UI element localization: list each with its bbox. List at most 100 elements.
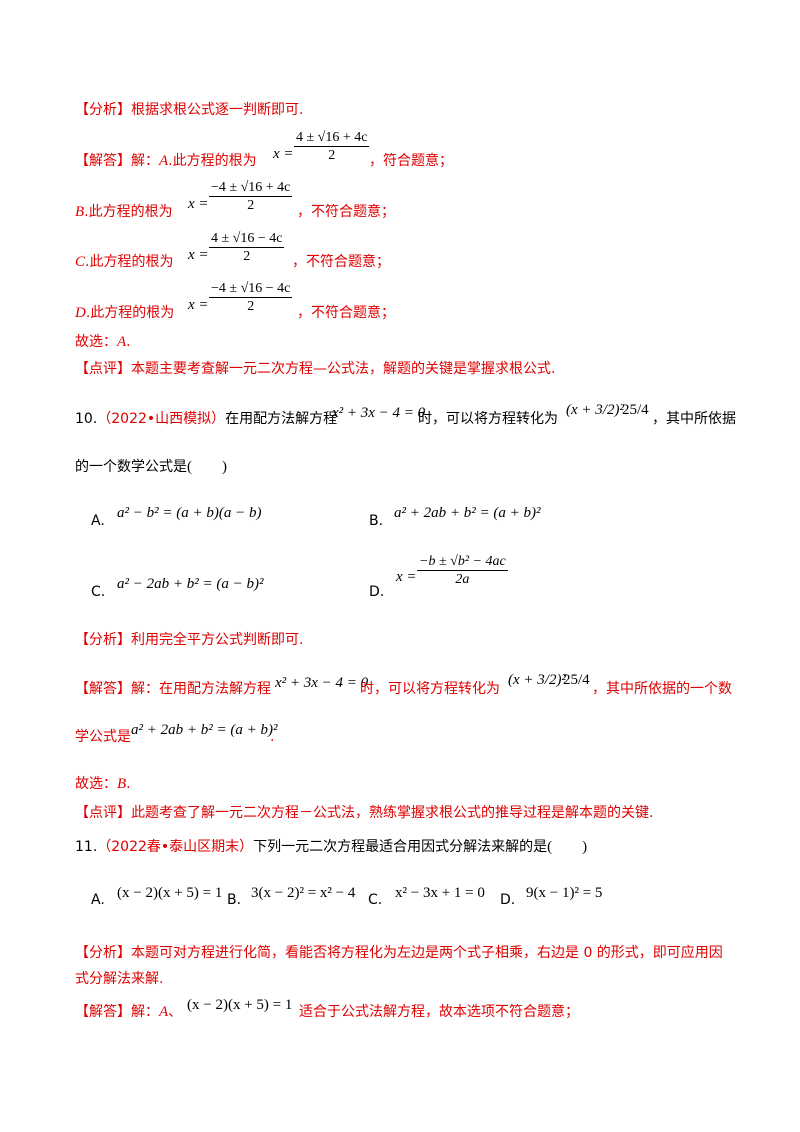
q9-root-b-den: 2 — [209, 196, 293, 214]
q9-root-a-den: 2 — [294, 146, 370, 164]
q11-source: （2022春•泰山区期末） — [97, 839, 254, 855]
q9-answer-end: . — [126, 334, 131, 350]
q11-sol-sep: 、 — [168, 1004, 183, 1020]
q9-root-d-x: x = — [188, 297, 209, 313]
q10-solution-line2: 学公式是 — [75, 728, 131, 746]
q10-sol-formula: a² + 2ab + b² = (a + b)² — [131, 722, 278, 738]
q9-solution-a: 【解答】解：A.此方程的根为 — [75, 152, 257, 170]
q9-root-b-fraction: −4 ± √16 + 4c 2 — [209, 180, 293, 214]
q10-comment-text: 此题考查了解一元二次方程－公式法，熟练掌握求根公式的推导过程是解本题的关键. — [131, 805, 654, 821]
q11-analysis-line1-text: 本题可对方程进行化简，看能否将方程化为左边是两个式子相乘，右边是 0 的形式，即… — [131, 945, 723, 961]
solution-tag: 【解答】 — [75, 681, 131, 697]
q9-root-a-fraction: 4 ± √16 + 4c 2 — [294, 130, 370, 164]
q10-number: 10. — [75, 411, 98, 427]
q11-option-d-formula: 9(x − 1)² = 5 — [526, 885, 603, 901]
q9-answer: A — [117, 334, 127, 350]
q9-analysis-text: 根据求根公式逐一判断即可. — [131, 102, 304, 118]
q9-opt-c-text: .此方程的根为 — [85, 254, 174, 270]
q9-root-b-num: −4 ± √16 + 4c — [211, 180, 291, 195]
analysis-tag: 【分析】 — [75, 102, 131, 118]
q11-solution-line: 【解答】解：A、 — [75, 1003, 182, 1021]
q9-root-d-den: 2 — [209, 297, 293, 315]
q9-opt-d-letter: D — [75, 305, 86, 321]
q10-option-b-formula: a² + 2ab + b² = (a + b)² — [394, 505, 541, 521]
q10-option-c-formula: a² − 2ab + b² = (a − b)² — [117, 576, 264, 592]
q10-analysis-line: 【分析】利用完全平方公式判断即可. — [75, 631, 303, 649]
q10-sol-equation: x² + 3x − 4 = 0 — [275, 675, 369, 691]
q9-opt-a-letter: A — [159, 153, 169, 169]
q9-opt-a-text: .此方程的根为 — [168, 153, 257, 169]
q10-sol-transformed-rhs: 25/4 — [563, 672, 590, 688]
q9-solution-b: B.此方程的根为 — [75, 203, 173, 221]
q9-analysis-line: 【分析】根据求根公式逐一判断即可. — [75, 101, 303, 119]
q9-opt-d-verdict: ，不符合题意； — [297, 305, 395, 321]
q11-sol-letter: A — [159, 1004, 169, 1020]
q11-blank: ( ) — [547, 839, 588, 855]
q10-sol-1: 解：在用配方法解方程 — [131, 681, 271, 697]
q10-stem-3: ，其中所依据 — [652, 411, 736, 427]
q10-stem-4: 的一个数学公式是 — [75, 459, 187, 475]
q9-root-d-fraction: −4 ± √16 − 4c 2 — [209, 281, 293, 315]
q10-sol-4: 学公式是 — [75, 729, 131, 745]
q10-stem-line1: 10.（2022•山西模拟）在用配方法解方程 — [75, 410, 337, 428]
q11-option-b-formula: 3(x − 2)² = x² − 4 — [251, 885, 356, 901]
q10-transformed-lhs: (x + 3/2)² — [566, 402, 624, 418]
q11-option-a-label: A. — [91, 892, 105, 908]
q9-root-c-x: x = — [188, 247, 209, 263]
q11-option-d-label: D. — [500, 892, 516, 908]
q11-analysis-line1: 【分析】本题可对方程进行化简，看能否将方程化为左边是两个式子相乘，右边是 0 的… — [75, 944, 723, 962]
analysis-tag: 【分析】 — [75, 945, 131, 961]
comment-tag: 【点评】 — [75, 805, 131, 821]
q9-opt-a-verdict: ，符合题意； — [369, 153, 453, 169]
q11-option-b-label: B. — [227, 892, 242, 908]
q9-root-b-x: x = — [188, 196, 209, 212]
q10-option-a-formula: a² − b² = (a + b)(a − b) — [117, 505, 262, 521]
q10-blank: ( ) — [187, 459, 227, 475]
q10-option-a-label: A. — [91, 513, 105, 529]
q11-number: 11. — [75, 839, 98, 855]
q9-answer-line: 故选：A. — [75, 333, 131, 351]
solution-tag: 【解答】 — [75, 153, 131, 169]
q9-solution-c: C.此方程的根为 — [75, 253, 173, 271]
q10-source: （2022•山西模拟） — [97, 411, 226, 427]
q11-sol-formula: (x − 2)(x + 5) = 1 — [187, 997, 293, 1013]
q10-solution-line1: 【解答】解：在用配方法解方程 — [75, 680, 271, 698]
q9-answer-label: 故选： — [75, 334, 117, 350]
q10-option-d-x: x = — [396, 569, 417, 585]
q9-comment-line: 【点评】本题主要考查解一元二次方程—公式法，解题的关键是掌握求根公式. — [75, 360, 555, 378]
solution-tag: 【解答】 — [75, 1004, 131, 1020]
q10-option-c-label: C. — [91, 584, 106, 600]
q10-option-b-label: B. — [369, 513, 384, 529]
q10-stem-1: 在用配方法解方程 — [225, 411, 338, 427]
q9-root-d-num: −4 ± √16 − 4c — [211, 281, 291, 296]
q9-opt-c-letter: C — [75, 254, 86, 270]
q11-sol-intro: 解： — [131, 1004, 159, 1020]
q10-analysis-text: 利用完全平方公式判断即可. — [131, 632, 304, 648]
q10-answer-line: 故选：B. — [75, 775, 131, 793]
q10-stem-line2: 的一个数学公式是( ) — [75, 458, 227, 476]
q9-root-c-den: 2 — [209, 247, 285, 265]
q9-comment-text: 本题主要考查解一元二次方程—公式法，解题的关键是掌握求根公式. — [131, 361, 556, 377]
q10-comment-line: 【点评】此题考查了解一元二次方程－公式法，熟练掌握求根公式的推导过程是解本题的关… — [75, 804, 653, 822]
q10-answer-end: . — [126, 776, 131, 792]
q10-answer-label: 故选： — [75, 776, 117, 792]
q11-option-c-label: C. — [368, 892, 383, 908]
q11-option-a-formula: (x − 2)(x + 5) = 1 — [117, 885, 223, 901]
analysis-tag: 【分析】 — [75, 632, 131, 648]
q9-root-a-x: x = — [273, 146, 294, 162]
q10-transformed-rhs: 25/4 — [622, 402, 649, 418]
q11-sol-rest: 适合于公式法解方程，故本选项不符合题意； — [299, 1004, 579, 1020]
q10-sol-2: 时，可以将方程转化为 — [360, 681, 500, 697]
comment-tag: 【点评】 — [75, 361, 131, 377]
q10-option-d-fraction: −b ± √b² − 4ac 2a — [417, 554, 508, 588]
q9-solution-d: D.此方程的根为 — [75, 304, 174, 322]
q9-root-a-num: 4 ± √16 + 4c — [296, 130, 368, 145]
q9-opt-d-text: .此方程的根为 — [85, 305, 175, 321]
q10-sol-3: ，其中所依据的一个数 — [592, 681, 732, 697]
q11-option-c-formula: x² − 3x + 1 = 0 — [395, 885, 485, 901]
q11-stem: 下列一元二次方程最适合用因式分解法来解的是 — [253, 839, 548, 855]
q9-opt-c-verdict: ，不符合题意； — [292, 254, 390, 270]
q10-option-d-label: D. — [369, 584, 385, 600]
q9-opt-b-text: .此方程的根为 — [84, 204, 173, 220]
q11-analysis-line2: 式分解法来解. — [75, 971, 164, 987]
